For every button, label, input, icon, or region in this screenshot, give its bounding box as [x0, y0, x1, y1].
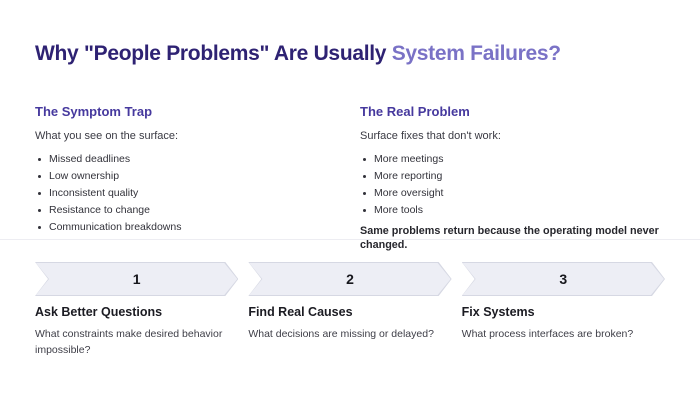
page-title: Why "People Problems" Are Usually System…: [35, 42, 561, 66]
step-chevron-1: 1: [35, 262, 238, 296]
symptom-trap-list: Missed deadlines Low ownership Inconsist…: [35, 151, 360, 236]
step-number: 3: [559, 271, 568, 287]
list-item: More meetings: [360, 151, 665, 168]
chevron-shape: [463, 263, 664, 295]
list-item: More tools: [360, 202, 665, 219]
process-step-captions: Ask Better Questions What constraints ma…: [35, 305, 665, 358]
page-title-accent: System Failures?: [391, 42, 561, 65]
list-item: More oversight: [360, 185, 665, 202]
comparison-columns: The Symptom Trap What you see on the sur…: [35, 104, 665, 252]
step-chevron-2: 2: [248, 262, 451, 296]
list-item: Resistance to change: [35, 202, 360, 219]
real-problem-list: More meetings More reporting More oversi…: [360, 151, 665, 219]
symptom-trap-intro: What you see on the surface:: [35, 130, 179, 142]
chevron-shape: [36, 263, 237, 295]
step-description: What process interfaces are broken?: [461, 328, 634, 340]
step-caption-3: Fix Systems What process interfaces are …: [462, 305, 665, 358]
step-title: Fix Systems: [461, 305, 535, 319]
step-title: Ask Better Questions: [35, 305, 163, 319]
step-number: 1: [132, 271, 141, 287]
step-caption-2: Find Real Causes What decisions are miss…: [248, 305, 451, 358]
process-chevrons: 1 2 3: [35, 262, 665, 296]
column-symptom-trap: The Symptom Trap What you see on the sur…: [35, 104, 360, 252]
step-title: Find Real Causes: [248, 305, 353, 319]
real-problem-intro: Surface fixes that don't work:: [360, 130, 501, 142]
step-description: What constraints make desired behavior i…: [35, 328, 223, 356]
chevron-shape: [249, 263, 450, 295]
section-divider: [0, 239, 700, 240]
real-problem-conclusion: Same problems return because the operati…: [360, 225, 659, 251]
list-item: More reporting: [360, 168, 665, 185]
list-item: Inconsistent quality: [35, 185, 360, 202]
list-item: Missed deadlines: [35, 151, 360, 168]
column-real-problem: The Real Problem Surface fixes that don'…: [360, 104, 665, 252]
step-chevron-3: 3: [462, 262, 665, 296]
step-description: What decisions are missing or delayed?: [248, 328, 434, 340]
step-caption-1: Ask Better Questions What constraints ma…: [35, 305, 238, 358]
list-item: Communication breakdowns: [35, 219, 360, 236]
page-title-main: Why "People Problems" Are Usually: [35, 42, 392, 65]
symptom-trap-heading: The Symptom Trap: [35, 104, 153, 119]
real-problem-heading: The Real Problem: [360, 104, 470, 119]
step-number: 2: [346, 271, 354, 287]
list-item: Low ownership: [35, 168, 360, 185]
